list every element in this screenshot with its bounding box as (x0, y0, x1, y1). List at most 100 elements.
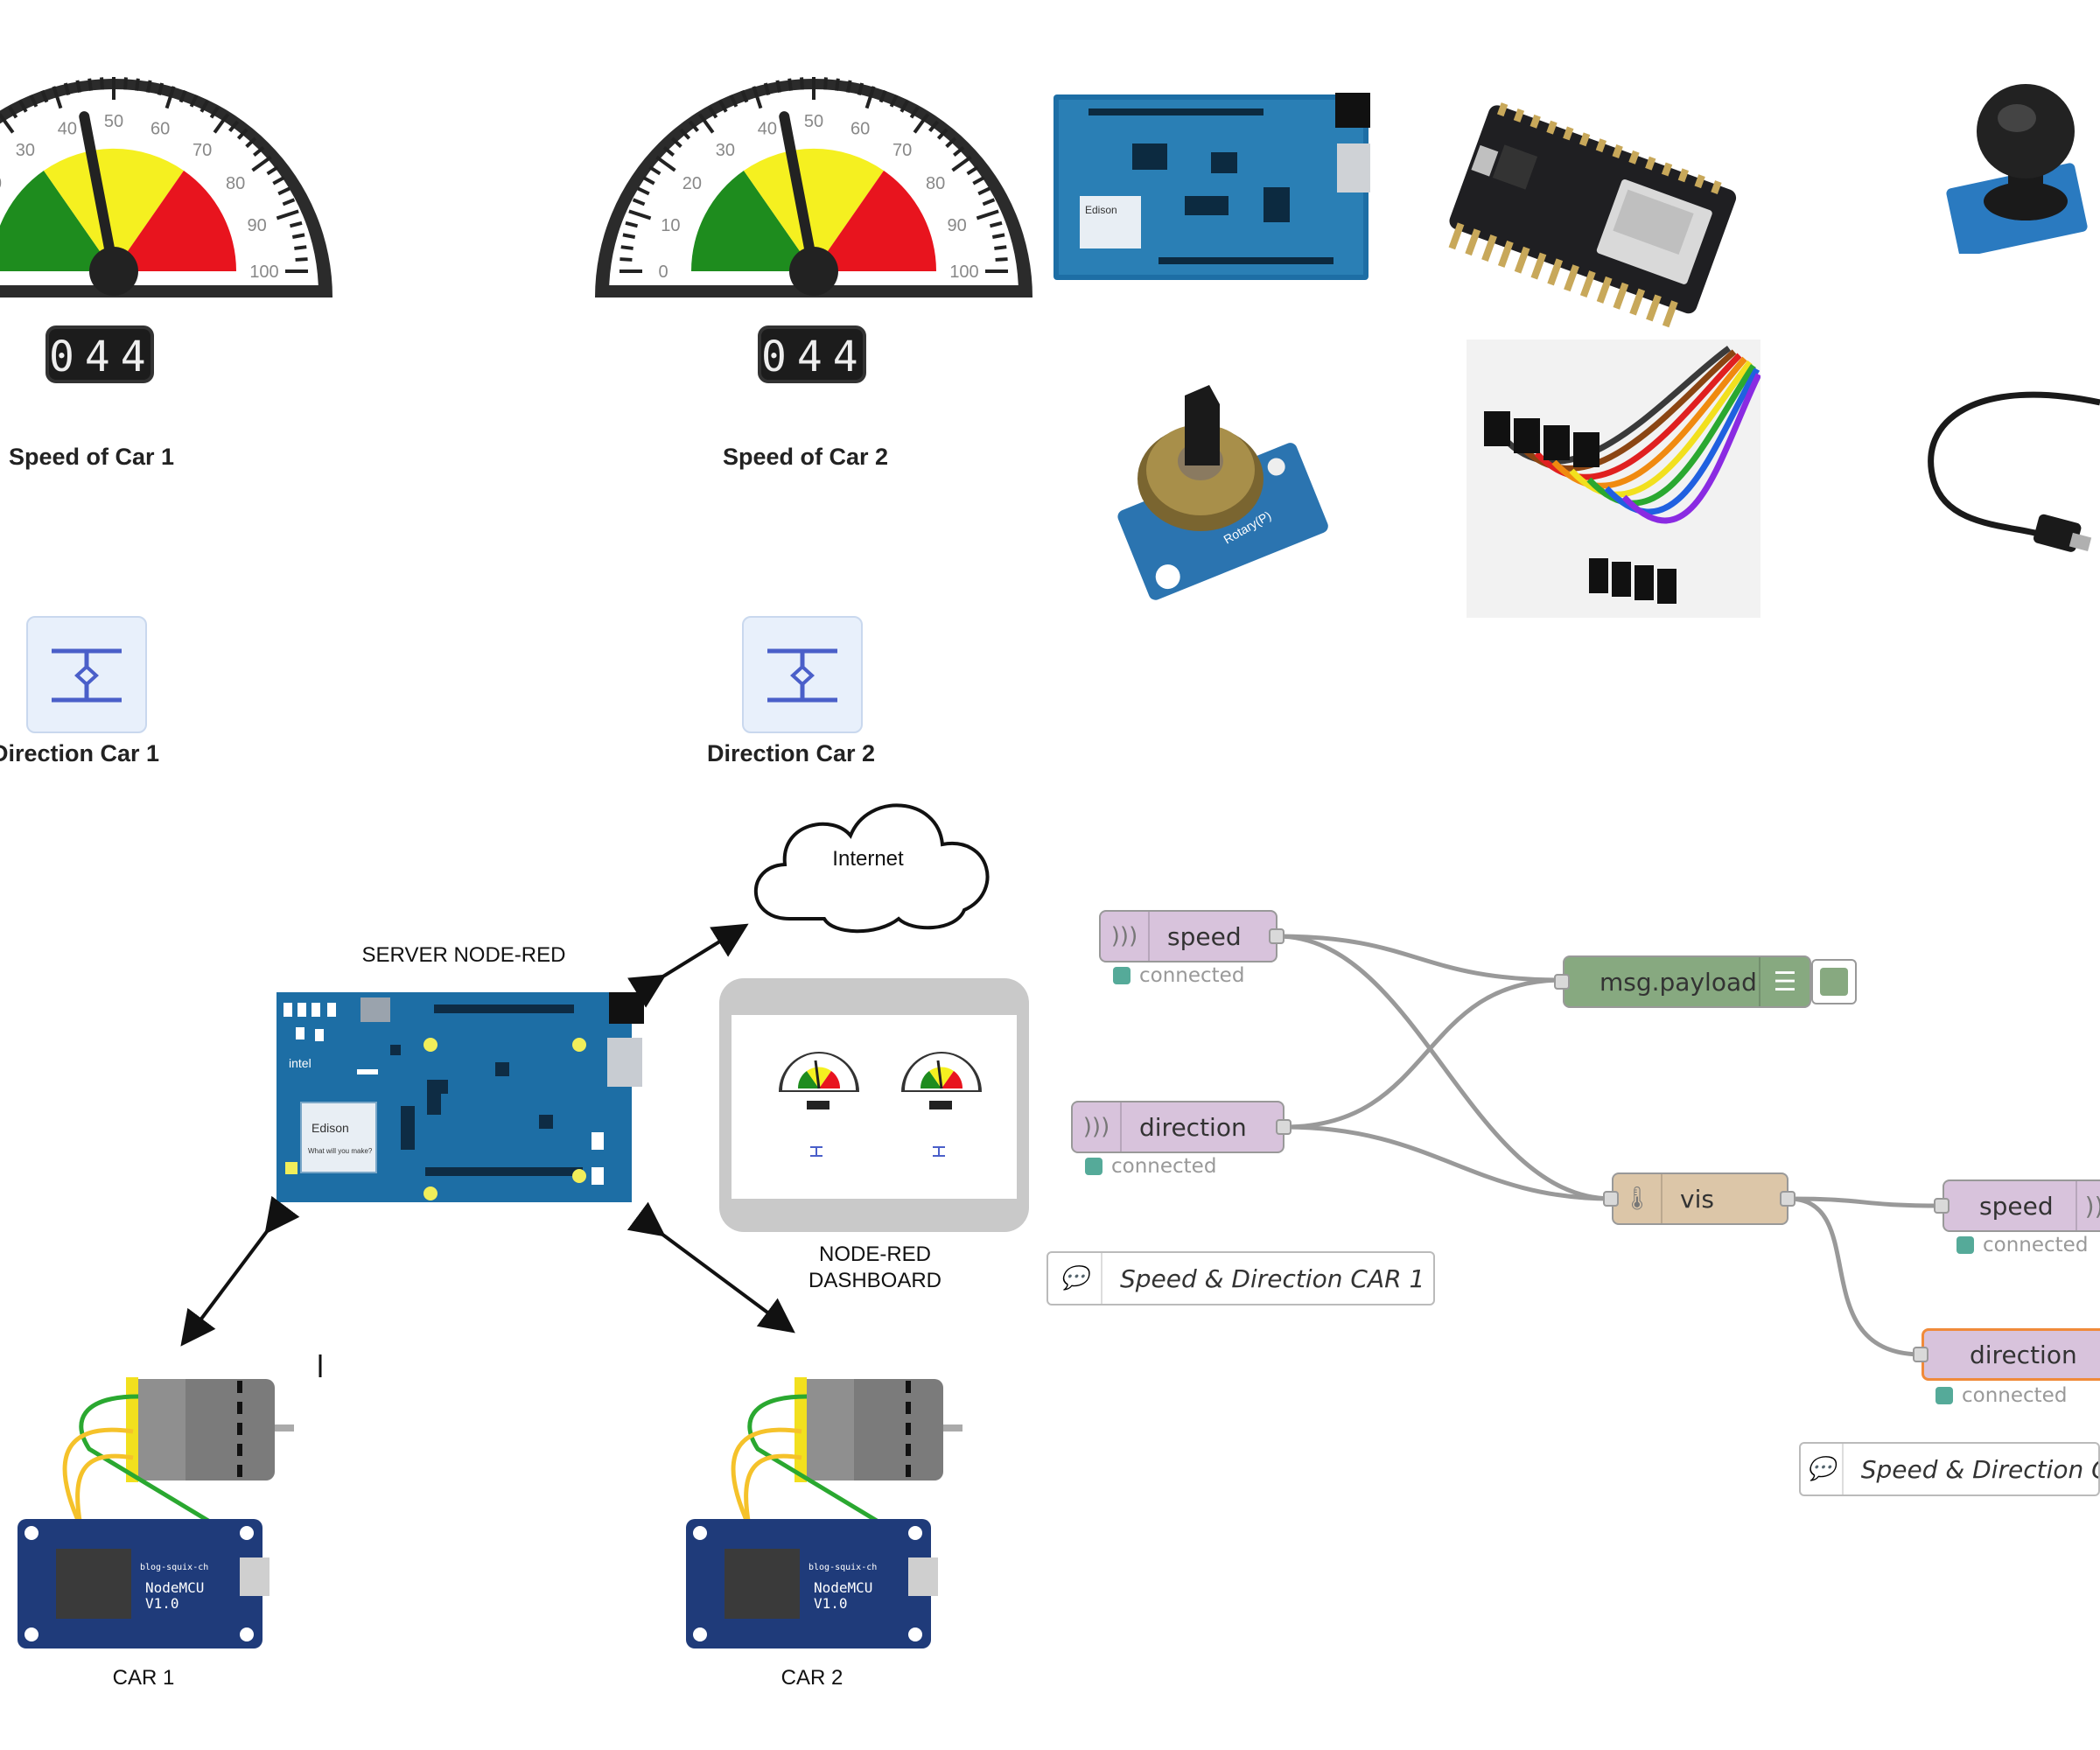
speed-label-car-1: Speed of Car 1 (9, 444, 175, 470)
node-label: vis (1680, 1184, 1714, 1214)
minor-tick (788, 78, 793, 91)
slider-vertical-icon (767, 648, 837, 703)
websocket-icon: ))) (1101, 912, 1150, 961)
minor-tick (200, 100, 209, 113)
minor-tick (775, 80, 781, 94)
input-port[interactable] (1913, 1347, 1928, 1362)
minor-tick (189, 94, 199, 108)
status-text: connected (1962, 1384, 2068, 1407)
minor-tick (823, 77, 828, 90)
comment-icon: 💬 (1048, 1253, 1102, 1304)
server-label: SERVER NODE-RED (361, 943, 566, 967)
minor-tick (928, 120, 940, 133)
minor-tick (625, 220, 639, 228)
dashboard-tablet (719, 978, 1029, 1232)
input-port[interactable] (1554, 974, 1570, 990)
minor-tick (620, 257, 633, 262)
minor-tick (620, 245, 634, 250)
minor-tick (291, 233, 305, 239)
output-port[interactable] (1276, 1119, 1292, 1135)
debug-toggle-button[interactable] (1811, 959, 1857, 1004)
dashboard-label-line-1: NODE-RED (818, 1242, 931, 1266)
minor-tick (936, 128, 948, 140)
debug-toggle-indicator (1820, 968, 1848, 996)
micro-usb-cable-photo (1928, 391, 2100, 552)
comment-node-car-1[interactable]: 💬 Speed & Direction CAR 1 (1046, 1251, 1435, 1306)
gauge-tick-label: 60 (850, 119, 870, 138)
input-port[interactable] (1934, 1198, 1950, 1214)
minor-tick (945, 136, 957, 149)
status-dot (1936, 1387, 1953, 1404)
minor-tick (277, 186, 290, 196)
debug-msg-payload-node[interactable]: msg.payload ☰ (1563, 956, 1811, 1008)
wire-vis-speed (1788, 1196, 1943, 1208)
minor-tick (857, 82, 864, 96)
gauge-tick-label: 80 (226, 174, 245, 193)
gauge-needle (779, 111, 819, 276)
dashboard-thumbnail (779, 1052, 982, 1157)
major-tick (655, 155, 676, 172)
comment-node-car-2[interactable]: 💬 Speed & Direction CAR 2 (1799, 1442, 2100, 1496)
input-port[interactable] (1603, 1191, 1619, 1207)
minor-tick (952, 145, 965, 157)
wire-direction-vis (1284, 1124, 1613, 1201)
minor-tick (662, 145, 676, 157)
minor-tick (289, 220, 303, 228)
minor-tick (272, 176, 285, 186)
car2-version-text: V1.0 (814, 1595, 848, 1612)
minor-tick (878, 89, 887, 103)
minor-tick (994, 245, 1007, 250)
server-edison-board: intel Edison What will you make? (276, 992, 644, 1202)
major-tick (52, 86, 63, 109)
joystick-module-photo (1946, 84, 2088, 254)
car-2-label: CAR 2 (780, 1666, 844, 1690)
node-status: connected (1085, 1155, 1216, 1178)
gauge-ticks (0, 77, 308, 273)
comment-icon: 💬 (1801, 1444, 1844, 1494)
websocket-in-direction-node[interactable]: ))) direction (1071, 1101, 1284, 1153)
gauge-needle (79, 111, 119, 276)
nodemcu-board-photo (1448, 102, 1737, 328)
internet-cloud (753, 803, 990, 934)
node-label: direction (1139, 1112, 1247, 1142)
direction-icon-car-2[interactable] (742, 616, 863, 733)
minor-tick (718, 100, 728, 113)
minor-tick (146, 80, 152, 94)
minor-tick (8, 106, 18, 119)
gauge-ticks (620, 77, 1008, 273)
server-edison-tagline: What will you make? (308, 1147, 373, 1155)
output-port[interactable] (1780, 1191, 1796, 1207)
wire-vis-direction (1788, 1196, 1922, 1357)
websocket-out-direction-node[interactable]: direction (1922, 1328, 2100, 1381)
websocket-in-speed-node[interactable]: ))) speed (1099, 910, 1278, 962)
minor-tick (295, 257, 308, 262)
debug-list-icon: ☰ (1759, 957, 1810, 1006)
gauge-tick-label: 100 (949, 262, 978, 282)
odometer-car-1: 044 (46, 326, 154, 383)
minor-tick (688, 120, 699, 133)
minor-tick (245, 136, 257, 149)
minor-tick (966, 165, 979, 176)
slider-vertical-icon (52, 648, 122, 703)
gauge-tick-label: 20 (0, 174, 2, 193)
function-vis-node[interactable]: 🌡 vis (1612, 1172, 1788, 1225)
minor-tick (763, 82, 771, 96)
minor-tick (648, 165, 662, 176)
major-tick (951, 155, 972, 172)
rotary-angle-sensor-photo: Rotary(P) (1117, 385, 1328, 600)
minor-tick (632, 198, 646, 206)
minor-tick (740, 89, 749, 103)
gauge-zones (690, 148, 936, 271)
websocket-out-speed-node[interactable]: speed ))) (1942, 1180, 2100, 1232)
major-tick (913, 113, 930, 134)
minor-tick (991, 233, 1005, 239)
output-port[interactable] (1269, 928, 1284, 944)
minor-tick (157, 82, 164, 96)
direction-icon-car-1[interactable] (26, 616, 147, 733)
minor-tick (642, 176, 655, 186)
node-label: msg.payload (1600, 967, 1757, 997)
status-dot (1085, 1158, 1102, 1175)
major-tick (752, 86, 763, 109)
